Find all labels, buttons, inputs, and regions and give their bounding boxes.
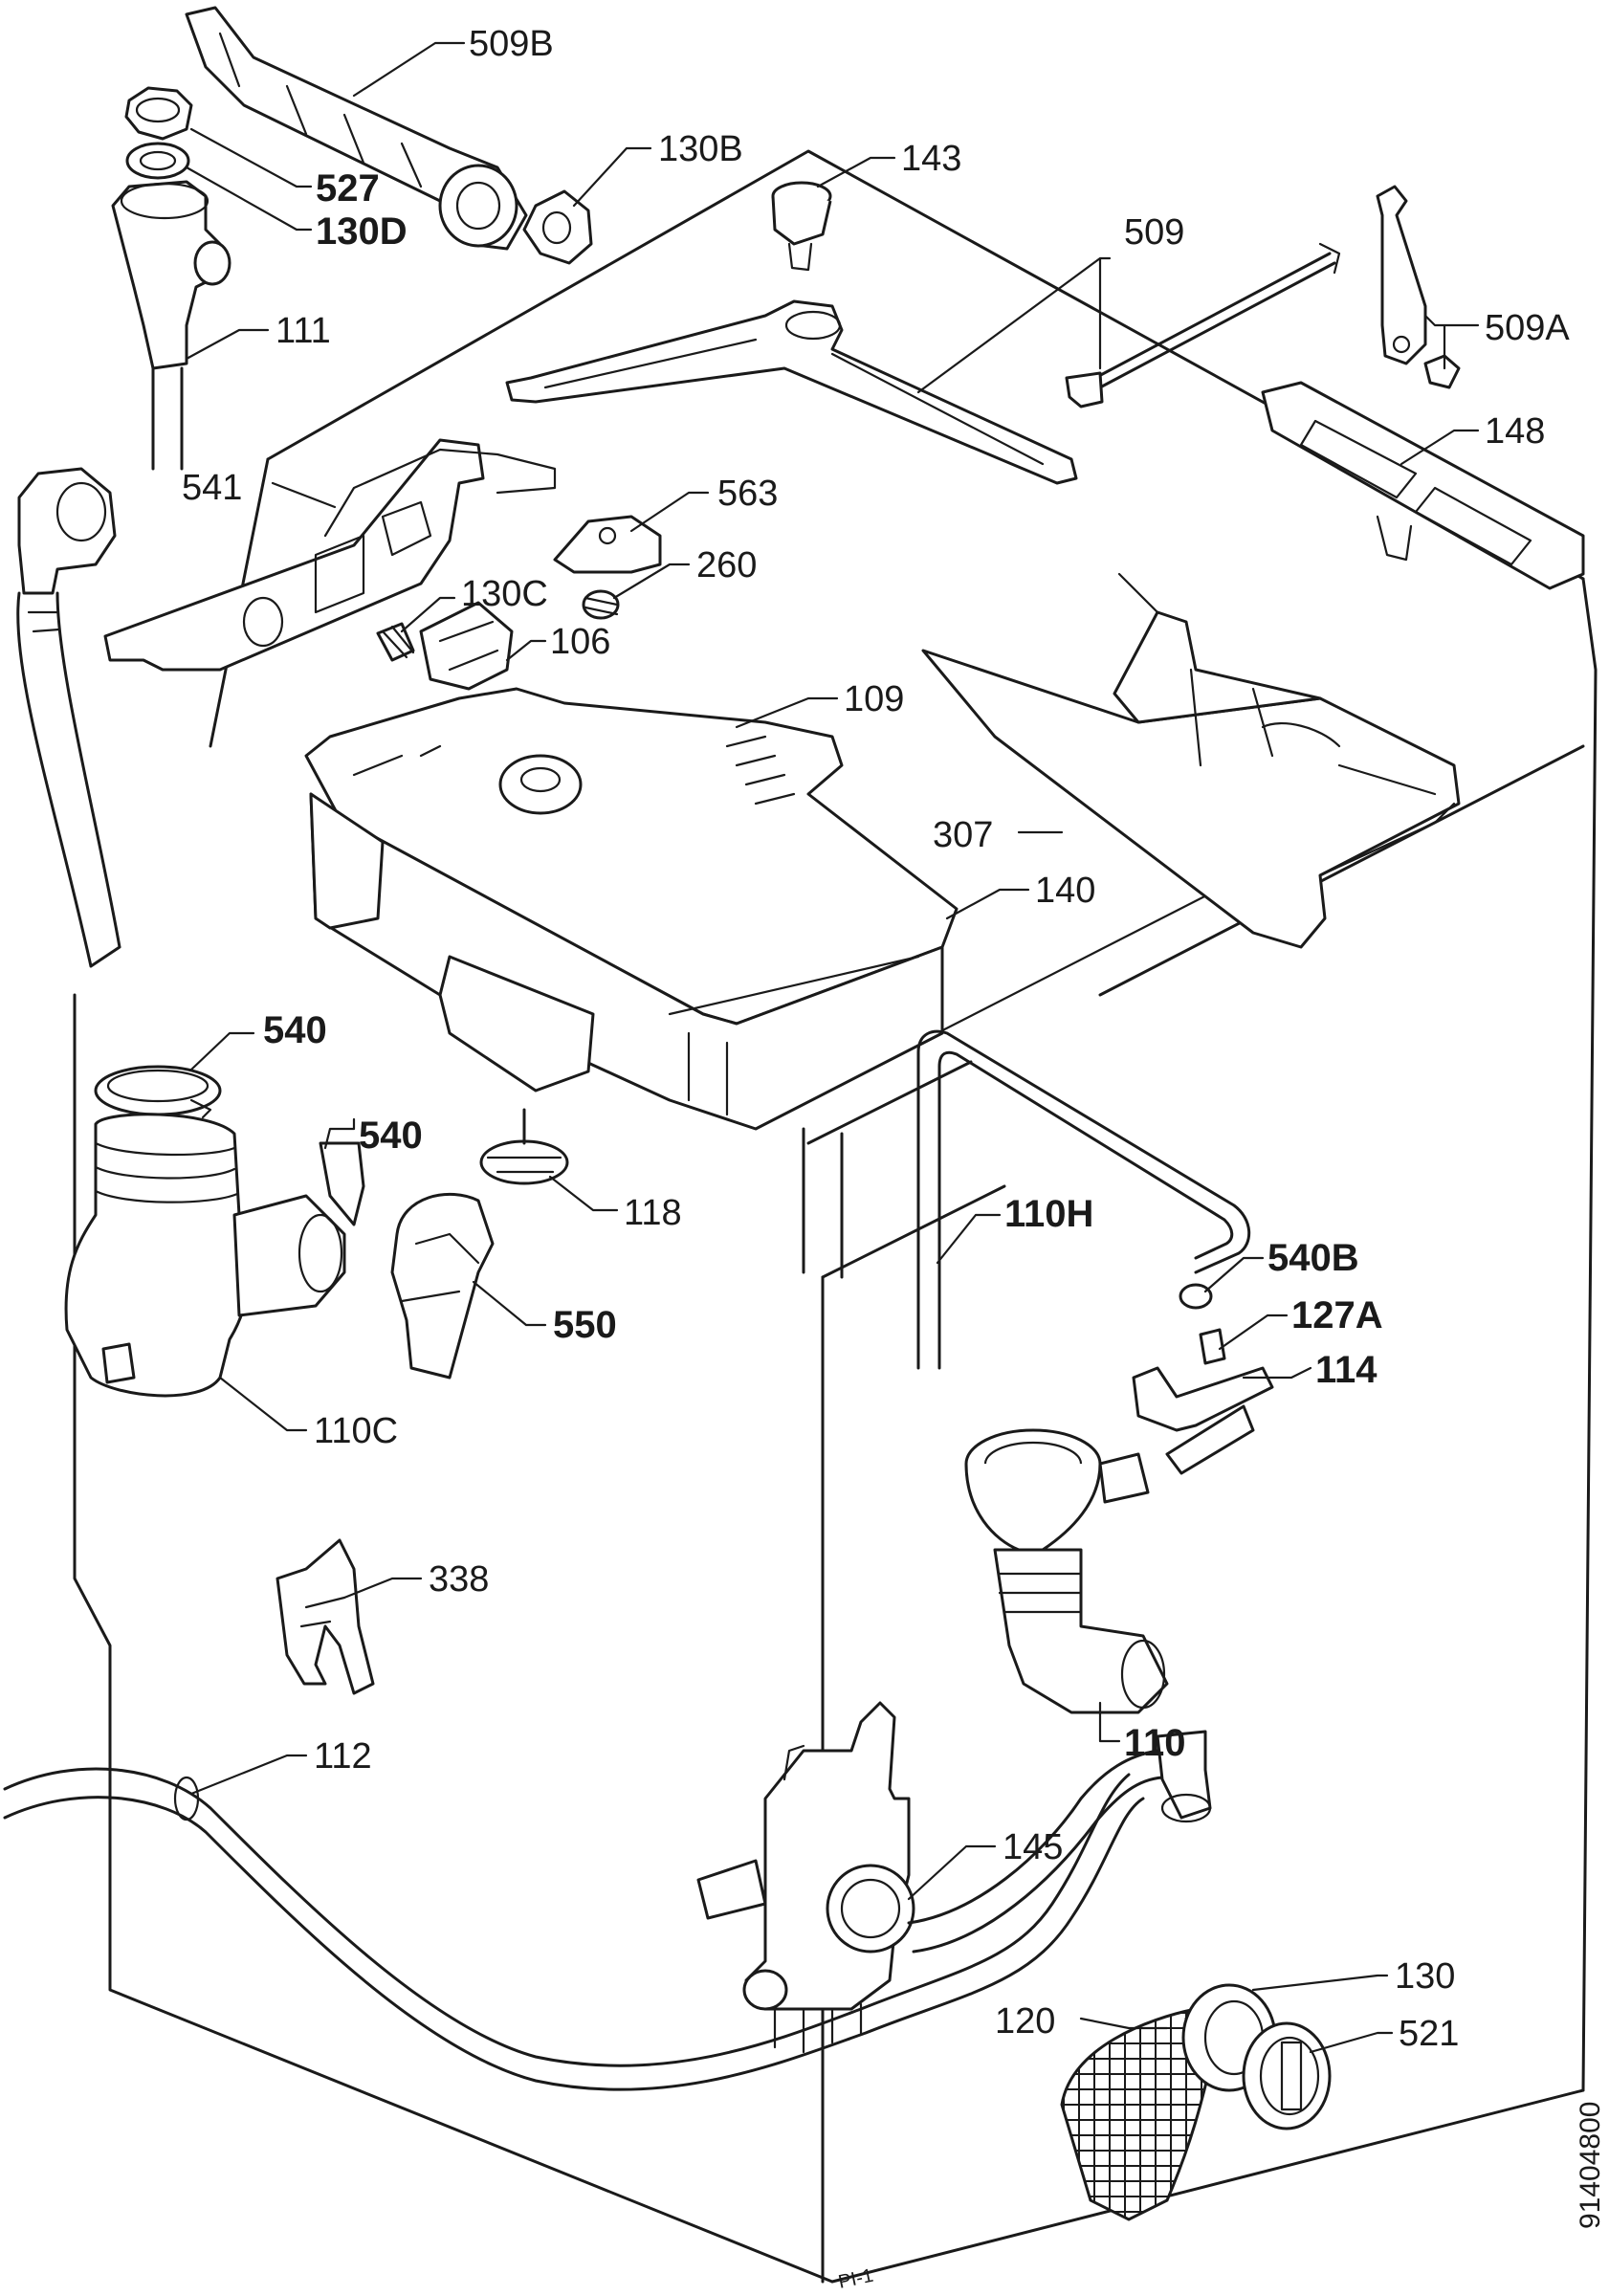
- label-563: 563: [717, 474, 778, 514]
- label-118: 118: [624, 1193, 682, 1233]
- label-106: 106: [550, 622, 610, 662]
- part-106-switch: [419, 601, 514, 691]
- part-118-gear: [479, 1108, 569, 1185]
- label-338: 338: [429, 1559, 489, 1600]
- label-307: 307: [933, 815, 993, 855]
- part-111-valve: [111, 180, 231, 471]
- part-338-clip: [276, 1538, 375, 1695]
- part-307-tray: [921, 572, 1461, 949]
- document-number: 91404800: [1575, 2102, 1606, 2229]
- part-260-spring: [582, 589, 620, 620]
- label-145: 145: [1003, 1827, 1063, 1867]
- part-148-dispenser-cover: [1261, 381, 1585, 590]
- part-130d-washer: [125, 142, 190, 180]
- part-109-housing-lid: [304, 687, 959, 1026]
- part-527-nut: [124, 86, 193, 141]
- label-540-small: 540: [359, 1115, 423, 1157]
- label-509: 509: [1124, 212, 1184, 253]
- label-114: 114: [1315, 1349, 1378, 1391]
- label-148: 148: [1485, 411, 1545, 452]
- label-130: 130: [1395, 1956, 1455, 1997]
- part-130b-nut: [522, 189, 593, 265]
- label-112: 112: [314, 1736, 372, 1777]
- part-509-rod: [1065, 242, 1341, 408]
- part-143-knob: [771, 181, 832, 272]
- leader-lines: [185, 41, 1480, 2054]
- part-145-pump: [696, 1701, 915, 2054]
- label-111: 111: [276, 311, 331, 351]
- label-130d: 130D: [316, 210, 408, 253]
- label-509a: 509A: [1485, 308, 1570, 348]
- label-550: 550: [553, 1304, 617, 1346]
- part-540-clamp-top: [94, 1065, 222, 1119]
- part-110-drain-elbow: [964, 1428, 1169, 1714]
- label-540-top: 540: [263, 1009, 327, 1051]
- label-110c: 110C: [314, 1411, 398, 1451]
- part-112-drain-hose: [3, 1767, 1145, 2091]
- part-140-housing-base: [309, 792, 944, 1131]
- part-127a-nozzle: [1199, 1328, 1226, 1365]
- label-109: 109: [844, 679, 904, 719]
- part-563-plate: [553, 515, 662, 574]
- label-541: 541: [182, 468, 242, 508]
- label-130c: 130C: [461, 574, 548, 614]
- part-540-clamp-small: [319, 1141, 365, 1226]
- part-509a-bracket: [1376, 185, 1461, 389]
- part-pump-outlet-hose: [907, 1730, 1212, 1954]
- label-540b: 540B: [1267, 1237, 1359, 1279]
- label-509b: 509B: [469, 24, 554, 64]
- part-540b-clip: [1179, 1283, 1213, 1310]
- part-509-lever: [505, 299, 1078, 485]
- label-110h: 110H: [1004, 1193, 1093, 1235]
- part-130c-spring: [376, 622, 415, 662]
- label-260: 260: [696, 545, 757, 585]
- label-140: 140: [1035, 871, 1095, 911]
- label-521: 521: [1399, 2014, 1459, 2054]
- corner-mark: PI-1: [836, 2265, 874, 2293]
- label-130b: 130B: [658, 129, 743, 169]
- part-labels: 509B 130B 527 130D 111 143 509 509A 148 …: [182, 24, 1606, 2293]
- part-509b-inlet-pipe: [185, 6, 528, 251]
- part-110h-hose: [916, 1029, 1251, 1370]
- label-527: 527: [316, 167, 380, 210]
- label-120: 120: [995, 2001, 1055, 2042]
- part-110c-bellows: [64, 1113, 346, 1398]
- part-521-cap: [1242, 2021, 1332, 2130]
- part-541-bracket: [103, 438, 557, 672]
- label-143: 143: [901, 139, 961, 179]
- part-114-bracket: [1132, 1366, 1274, 1475]
- part-550-lever: [390, 1193, 495, 1380]
- label-110: 110: [1124, 1722, 1186, 1764]
- part-elbow-hose-left: [16, 467, 121, 968]
- label-127a: 127A: [1291, 1294, 1383, 1336]
